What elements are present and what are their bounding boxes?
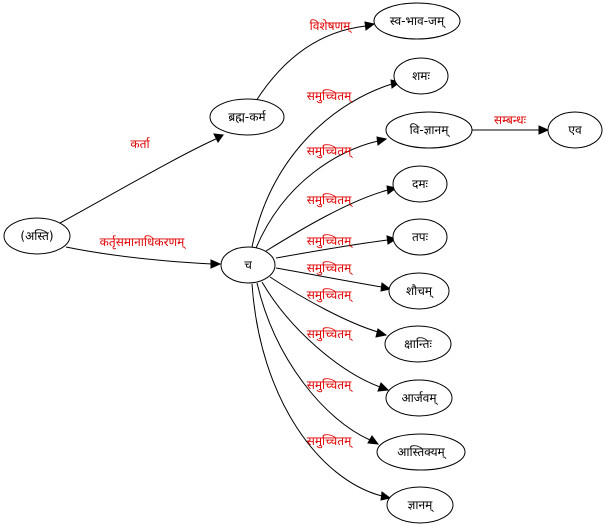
node-shaucam: शौचम् xyxy=(388,272,450,310)
edge-label-sambandhah: सम्बन्धः xyxy=(494,113,527,127)
edge-label-visheshanam: विशेषणम् xyxy=(310,19,353,34)
node-damah: दमः xyxy=(392,165,448,203)
edge-label-samuccitam-kshantih: समुच्चितम् xyxy=(307,288,354,303)
edge-label-samuccitam-astikyam: समुच्चितम् xyxy=(307,434,354,449)
edge-brahma-karma-svabhavajam xyxy=(255,21,376,102)
edge-label-samuccitam-tapah: समुच्चितम् xyxy=(307,234,354,249)
node-label-jnanam: ज्ञानम् xyxy=(408,498,435,513)
edge-ca-astikyam xyxy=(256,282,380,445)
edge-label-kartrsamanadhikaranam: कर्तृसमानाधिकरणम् xyxy=(100,235,187,250)
node-label-svabhavajam: स्व-भाव-जम् xyxy=(390,14,446,29)
node-tapah: तपः xyxy=(392,218,448,256)
node-label-shamah: शमः xyxy=(412,69,430,83)
node-vijnanam: वि-ज्ञानम् xyxy=(385,111,473,149)
edge-labels: कर्ता कर्तृसमानाधिकरणम् विशेषणम् सम्बन्ध… xyxy=(100,19,527,449)
edge-label-samuccitam-vijnanam: समुच्चितम् xyxy=(307,144,354,159)
edge-ca-arjavam xyxy=(261,281,390,392)
node-shamah: शमः xyxy=(393,57,449,95)
node-ca: च xyxy=(220,246,276,284)
node-svabhavajam: स्व-भाव-जम् xyxy=(373,2,461,40)
edge-ca-kshantih xyxy=(269,276,388,338)
edge-label-samuccitam-kshantih-2: समुच्चितम् xyxy=(307,327,354,342)
nodes: (अस्ति) ब्रह्म-कर्म च स्व-भाव-जम् शमः वि… xyxy=(3,2,603,524)
edge-label-samuccitam-arjavam: समुच्चितम् xyxy=(307,378,354,393)
node-label-kshantih: क्षान्तिः xyxy=(404,337,432,351)
node-eva: एव xyxy=(547,111,603,149)
node-label-brahma-karma: ब्रह्म-कर्म xyxy=(228,110,266,124)
node-kshantih: क्षान्तिः xyxy=(384,325,452,363)
node-label-arjavam: आर्जवम् xyxy=(401,391,438,406)
edge-ca-shaucam xyxy=(275,267,392,292)
node-astikyam: आस्तिक्यम् xyxy=(376,433,466,471)
edge-asti-ca xyxy=(65,246,222,269)
node-brahma-karma: ब्रह्म-कर्म xyxy=(209,98,285,136)
node-label-astikyam: आस्तिक्यम् xyxy=(397,445,446,460)
node-asti: (अस्ति) xyxy=(3,217,71,255)
edge-label-samuccitam-shamah: समुच्चितम् xyxy=(307,89,354,104)
edge-asti-brahma-karma xyxy=(59,133,224,224)
node-label-ca: च xyxy=(244,258,252,272)
edge-ca-tapah xyxy=(275,235,398,259)
node-label-tapah: तपः xyxy=(412,230,429,244)
edge-ca-vijnanam xyxy=(255,136,388,249)
node-arjavam: आर्जवम् xyxy=(385,379,453,417)
node-label-damah: दमः xyxy=(412,177,429,191)
edge-vijnanam-eva xyxy=(472,125,550,135)
node-label-vijnanam: वि-ज्ञानम् xyxy=(410,123,451,138)
edge-label-samuccitam-damah: समुच्चितम् xyxy=(307,193,354,208)
node-label-asti: (अस्ति) xyxy=(20,229,53,243)
edge-ca-jnanam xyxy=(251,283,392,501)
edge-label-karta: कर्ता xyxy=(130,137,150,151)
node-label-shaucam: शौचम् xyxy=(406,284,434,299)
node-label-eva: एव xyxy=(568,123,582,137)
node-jnanam: ज्ञानम् xyxy=(386,486,454,524)
edges xyxy=(59,21,550,501)
edge-label-samuccitam-shaucam: समुच्चितम् xyxy=(307,261,354,276)
